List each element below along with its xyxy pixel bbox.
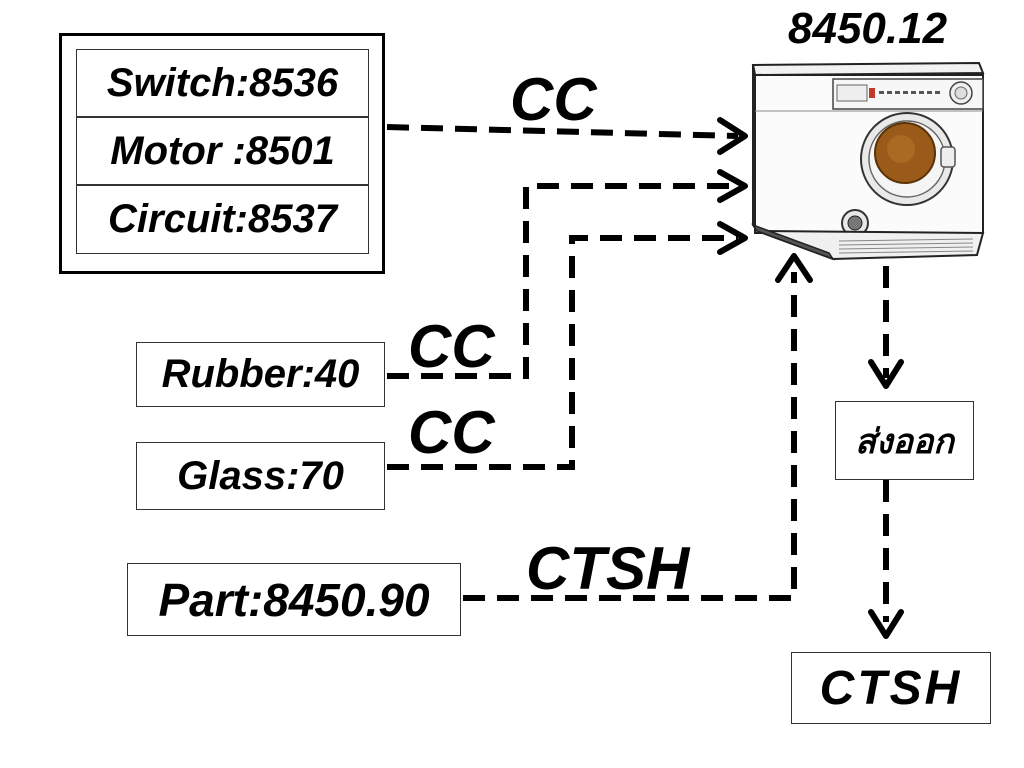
washing-machine-icon: [751, 61, 985, 261]
result-label: CTSH: [819, 661, 963, 715]
product-code: 8450.12: [788, 4, 948, 53]
export-label: ส่งออก: [855, 421, 954, 462]
rule-label-group: CC: [510, 66, 597, 133]
arrowhead-rubber: [717, 169, 748, 203]
motor-label: Motor :8501: [110, 128, 335, 173]
arrowhead-glass: [717, 221, 748, 255]
arrowhead-part: [775, 253, 813, 283]
rule-label-rubber: CC: [408, 313, 495, 380]
export-box: ส่งออก: [835, 401, 974, 480]
arrow-part-to-machine: [463, 272, 797, 601]
glass-label: Glass:70: [177, 453, 344, 498]
arrowhead-group: [717, 117, 748, 155]
rule-label-glass: CC: [408, 399, 495, 466]
rubber-label: Rubber:40: [161, 352, 360, 396]
rule-label-part: CTSH: [526, 535, 690, 602]
arrowhead-ctsh: [868, 609, 904, 639]
arrowhead-export: [868, 359, 904, 389]
switch-label: Switch:8536: [106, 60, 339, 105]
part-box: Part:8450.90: [127, 563, 461, 636]
arrow-group-to-machine: [386, 124, 739, 139]
circuit-box: Circuit:8537: [76, 185, 369, 254]
part-label: Part:8450.90: [158, 573, 430, 626]
rubber-box: Rubber:40: [136, 342, 385, 407]
result-box: CTSH: [791, 652, 991, 724]
glass-box: Glass:70: [136, 442, 385, 510]
arrow-glass-to-machine: [387, 235, 738, 470]
switch-box: Switch:8536: [76, 49, 369, 117]
motor-box: Motor :8501: [76, 117, 369, 185]
circuit-label: Circuit:8537: [108, 197, 337, 241]
arrow-rubber-to-machine: [387, 183, 738, 379]
